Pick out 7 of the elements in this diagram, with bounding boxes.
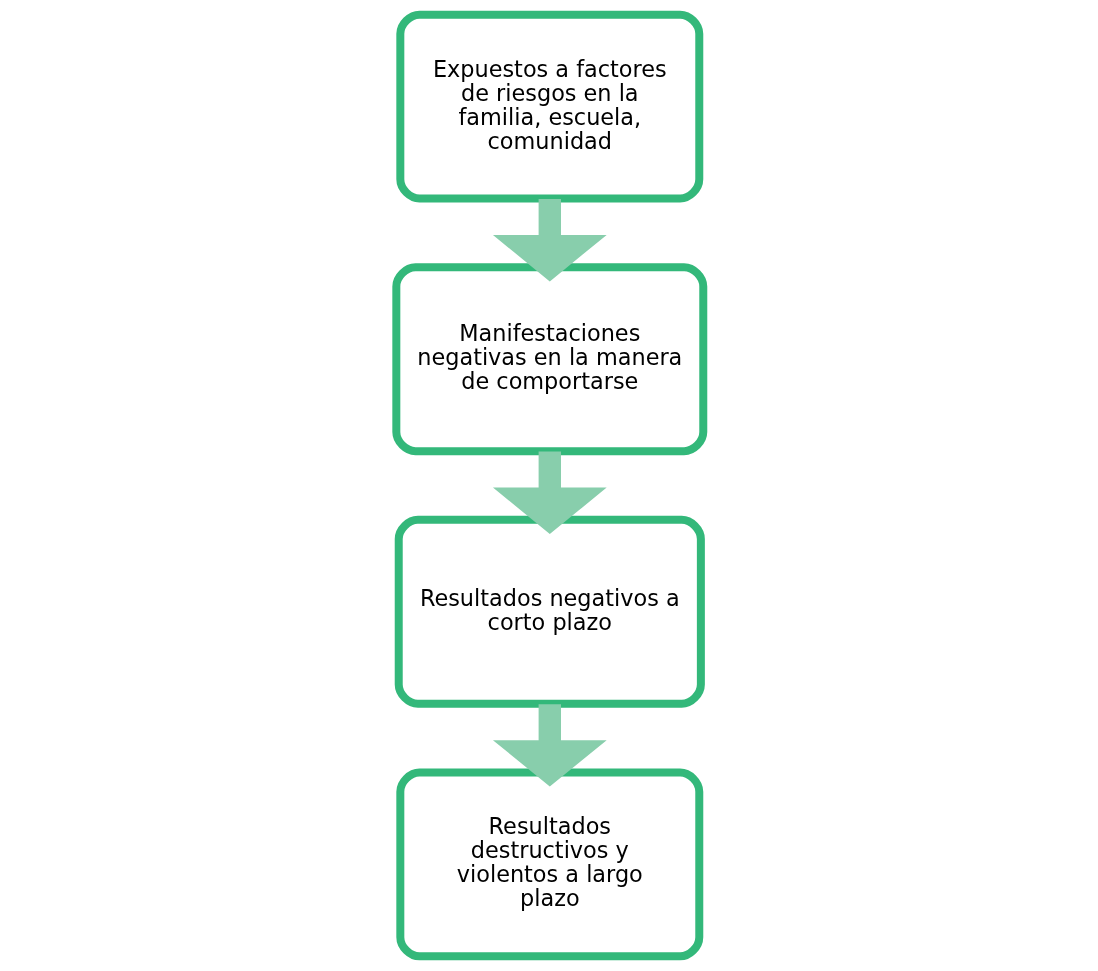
node-box: Resultados destructivos y violentos a largo plazo xyxy=(396,768,704,961)
node-box: Manifestaciones negativas en la manera de comportarse xyxy=(392,263,708,456)
node-box: Expuestos a factores de riesgos en la familia, escuela, comunidad xyxy=(396,10,704,203)
node-box: Resultados negativos a corto plazo xyxy=(394,515,705,708)
arrow xyxy=(492,704,607,787)
arrow xyxy=(492,198,607,282)
arrow xyxy=(492,451,607,534)
